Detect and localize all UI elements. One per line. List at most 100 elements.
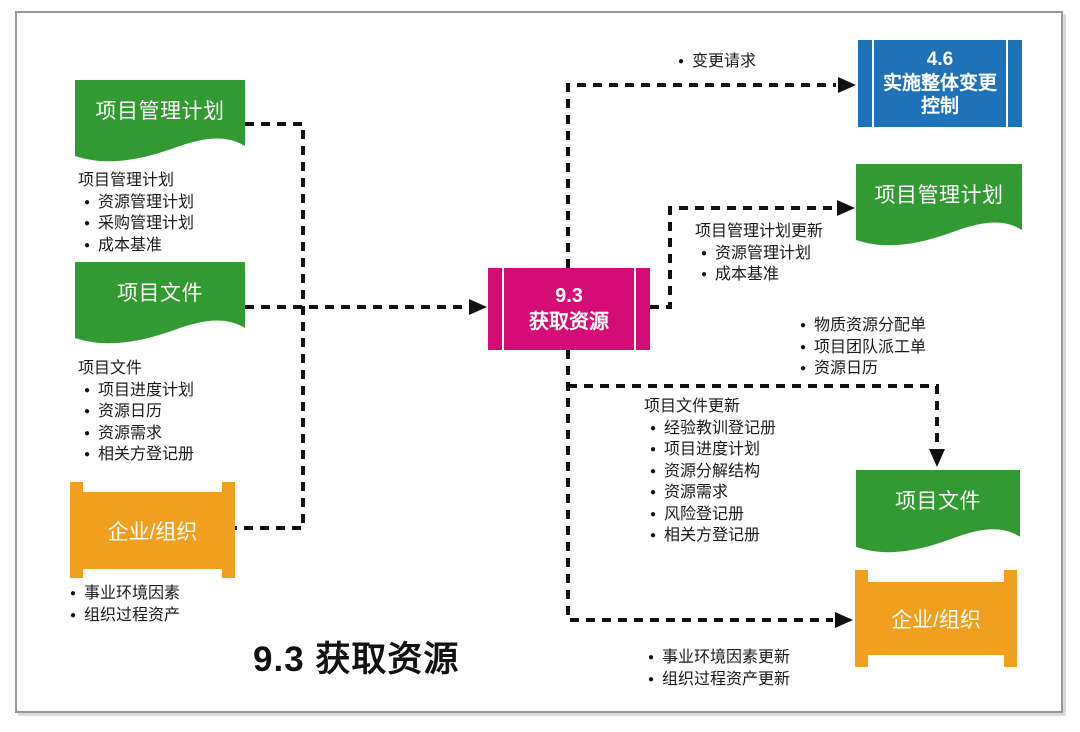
bullet-icon: ● (800, 363, 807, 374)
list-item: ● 项目进度计划 (84, 380, 194, 402)
wave-document-icon (856, 470, 1020, 553)
list-header: 项目管理计划更新 (695, 223, 824, 240)
list-items: ● 物质资源分配单 ●项目团队派工单 ● 资源日历 (800, 315, 926, 380)
list-item-text: 相关方登记册 (664, 527, 761, 544)
bullet-icon: ● (800, 320, 807, 331)
shape-label: 项目文件 (117, 282, 203, 305)
list-items: ●资源管理计划●采购管理计划●成本基准 (78, 192, 194, 257)
list-item: ● 组织过程资产更新 (648, 669, 790, 691)
list-item: ● 资源日历 (84, 401, 194, 423)
wave-document-icon (75, 262, 245, 344)
arrowhead-into-change-control (838, 77, 856, 93)
connector-process-to-change-control (566, 83, 836, 268)
bullet-icon: ● (84, 196, 91, 208)
list-item: ●资源分解结构 (650, 461, 776, 483)
bullet-icon: ● (648, 673, 655, 685)
list-item-text: 变更请求 (692, 53, 757, 70)
shape-label: 项目文件 (895, 490, 981, 513)
bullet-icon: ● (701, 247, 708, 259)
output-list-change-request: ● 变更请求 (678, 51, 756, 73)
list-items: ●经验教训登记册●项目进度计划●资源分解结构 ● 资源需求 ● 风险登记册 ● 相关方登记册 (644, 418, 776, 547)
process-number: 9.3 (555, 285, 583, 307)
list-item: ● 资源日历 (800, 358, 926, 380)
input-doc-shape-project-documents: 项目文件 (75, 262, 245, 347)
list-items: ● 事业环境因素更新 ● 组织过程资产更新 (648, 647, 790, 690)
process-number: 4.6 (926, 48, 954, 70)
list-item: ● 资源管理计划 (84, 192, 194, 214)
list-items: ● 资源管理计划 ●成本基准 (695, 243, 823, 286)
list-item: ● 事业环境因素 (70, 583, 180, 605)
bullet-icon: ● (70, 588, 77, 599)
input-doc-shape-pm-plan: 项目管理计划 (75, 80, 245, 165)
input-list-org: ● 事业环境因素● 组织过程资产 (70, 583, 180, 626)
list-item-text: 项目进度计划 (98, 381, 195, 399)
list-item-text: 相关方登记册 (98, 446, 195, 463)
list-header: 项目文件 (78, 360, 143, 377)
list-item-text: 资源日历 (814, 360, 879, 377)
list-items: ● 变更请求 (678, 51, 756, 73)
list-item-text: 资源管理计划 (715, 244, 812, 262)
shape-label: 企业/组织 (891, 608, 981, 632)
list-item: ●项目团队派工单 (800, 337, 926, 359)
bullet-icon: ● (701, 269, 708, 280)
list-item-text: 采购管理计划 (98, 215, 195, 232)
list-header: 项目管理计划 (78, 172, 175, 189)
output-org-shape: 企业/组织 (855, 570, 1017, 667)
shape-label: 项目管理计划 (95, 100, 225, 123)
list-item-text: 项目团队派工单 (814, 338, 927, 356)
list-item: ● 变更请求 (678, 51, 756, 73)
bullet-icon: ● (84, 239, 91, 251)
list-item: ●项目进度计划 (650, 439, 776, 461)
list-item: ● 资源需求 (84, 423, 194, 445)
shape-label-wrap: 企业/组织 (82, 492, 223, 569)
list-item-text: 风险登记册 (664, 505, 745, 523)
list-item-text: 资源管理计划 (98, 193, 195, 211)
list-item-text: 资源需求 (664, 484, 729, 501)
list-items: ● 事业环境因素● 组织过程资产 (70, 583, 180, 626)
output-list-org-updates: ● 事业环境因素更新 ● 组织过程资产更新 (648, 647, 790, 690)
bullet-icon: ● (84, 427, 91, 439)
scroll-right-bar (1004, 570, 1017, 667)
arrowhead-into-org-output (835, 612, 853, 628)
bullet-icon: ● (650, 508, 657, 520)
connector-process-to-docs (568, 384, 939, 447)
process-box-9-3-acquire-resources: 9.3 获取资源 (488, 268, 650, 350)
output-list-pm-plan-updates: 项目管理计划更新 ● 资源管理计划 ●成本基准 (695, 221, 823, 286)
bullet-icon: ● (650, 487, 657, 498)
arrowhead-into-pm-plan-output (837, 200, 855, 216)
bullet-icon: ● (84, 406, 91, 417)
list-item-text: 物质资源分配单 (814, 317, 927, 334)
diagram-frame (15, 11, 1063, 713)
list-item-text: 资源日历 (98, 403, 163, 420)
wave-document-icon (75, 80, 245, 162)
list-item-text: 资源分解结构 (664, 462, 761, 480)
bullet-icon: ● (678, 56, 685, 67)
shape-label: 项目管理计划 (874, 184, 1004, 207)
list-item: ●相关方登记册 (84, 444, 194, 466)
list-item-text: 资源需求 (98, 424, 163, 442)
list-item: ● 物质资源分配单 (800, 315, 926, 337)
list-item: ● 风险登记册 (650, 504, 776, 526)
list-item: ●成本基准 (701, 264, 823, 286)
list-item-text: 项目进度计划 (664, 441, 761, 458)
output-list-assignments: ● 物质资源分配单 ●项目团队派工单 ● 资源日历 (800, 315, 926, 380)
process-name-line1: 实施整体变更 (882, 72, 997, 94)
bullet-icon: ● (84, 384, 91, 396)
list-item-text: 事业环境因素更新 (662, 649, 791, 666)
list-item: ●经验教训登记册 (650, 418, 776, 440)
list-item-text: 成本基准 (98, 236, 163, 254)
process-name-line2: 控制 (920, 96, 959, 118)
list-item-text: 事业环境因素 (84, 585, 181, 602)
wave-document-icon (856, 164, 1022, 246)
connector-process-to-pm-plan (650, 206, 835, 309)
connector-inputs-trunk (233, 122, 305, 530)
process-name: 获取资源 (529, 311, 609, 333)
list-item-text: 组织过程资产更新 (662, 670, 791, 688)
list-item: ● 资源管理计划 (701, 243, 823, 265)
list-item-text: 组织过程资产 (84, 606, 181, 624)
list-item: ● 成本基准 (84, 235, 194, 257)
bullet-icon: ● (650, 422, 657, 434)
arrowhead-into-process (469, 299, 487, 315)
process-box-4-6-perform-integrated-change-control: 4.6 实施整体变更 控制 (858, 40, 1022, 127)
